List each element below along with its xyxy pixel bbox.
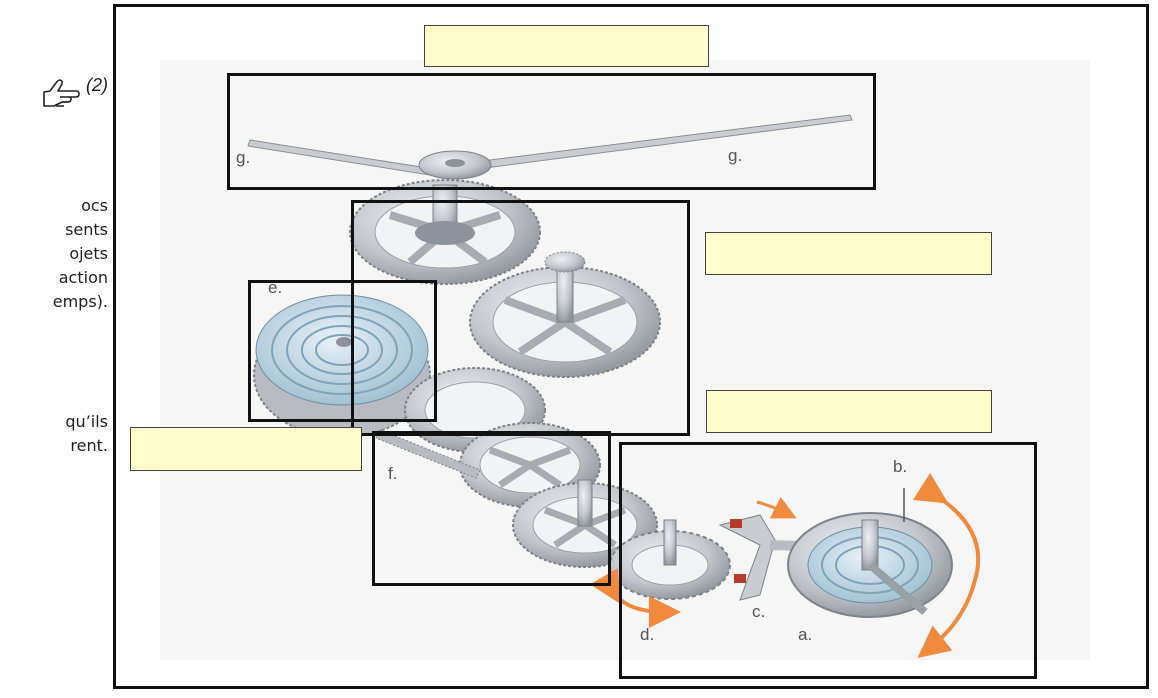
zone-gear-train-lower xyxy=(372,431,611,586)
instruction-line: emps). xyxy=(52,292,108,311)
mainspring-barrel xyxy=(253,294,431,438)
answer-box-left[interactable] xyxy=(130,427,362,471)
label-f: f. xyxy=(388,464,398,483)
balance-wheel xyxy=(787,512,953,618)
zone-hands xyxy=(227,73,876,190)
instruction-line: ocs xyxy=(81,196,108,215)
instruction-line: action xyxy=(58,268,108,287)
label-g-right: g. xyxy=(728,146,743,165)
zone-mainspring xyxy=(248,280,437,422)
instruction-line: rent. xyxy=(70,436,108,455)
gear-middle xyxy=(469,251,661,378)
label-c: c. xyxy=(752,602,766,621)
points-label: (2) xyxy=(86,75,108,95)
instruction-line: qu’ils xyxy=(65,412,108,431)
answer-box-right-upper[interactable] xyxy=(705,232,992,275)
label-a: a. xyxy=(798,625,813,644)
answer-box-right-lower[interactable] xyxy=(706,390,992,433)
gear-top xyxy=(349,179,541,285)
instruction-line: sents xyxy=(65,220,108,239)
answer-box-top[interactable] xyxy=(424,25,709,67)
zone-gear-train-upper xyxy=(351,200,690,436)
label-g-left: g. xyxy=(236,148,251,167)
label-b: b. xyxy=(893,457,908,476)
label-d: d. xyxy=(640,625,655,644)
instruction-line: ojets xyxy=(69,244,108,263)
instruction-text: ocs sents ojets action emps). qu’ils ren… xyxy=(0,0,112,698)
pointing-hand-icon xyxy=(43,79,80,107)
zone-escapement xyxy=(619,442,1037,679)
